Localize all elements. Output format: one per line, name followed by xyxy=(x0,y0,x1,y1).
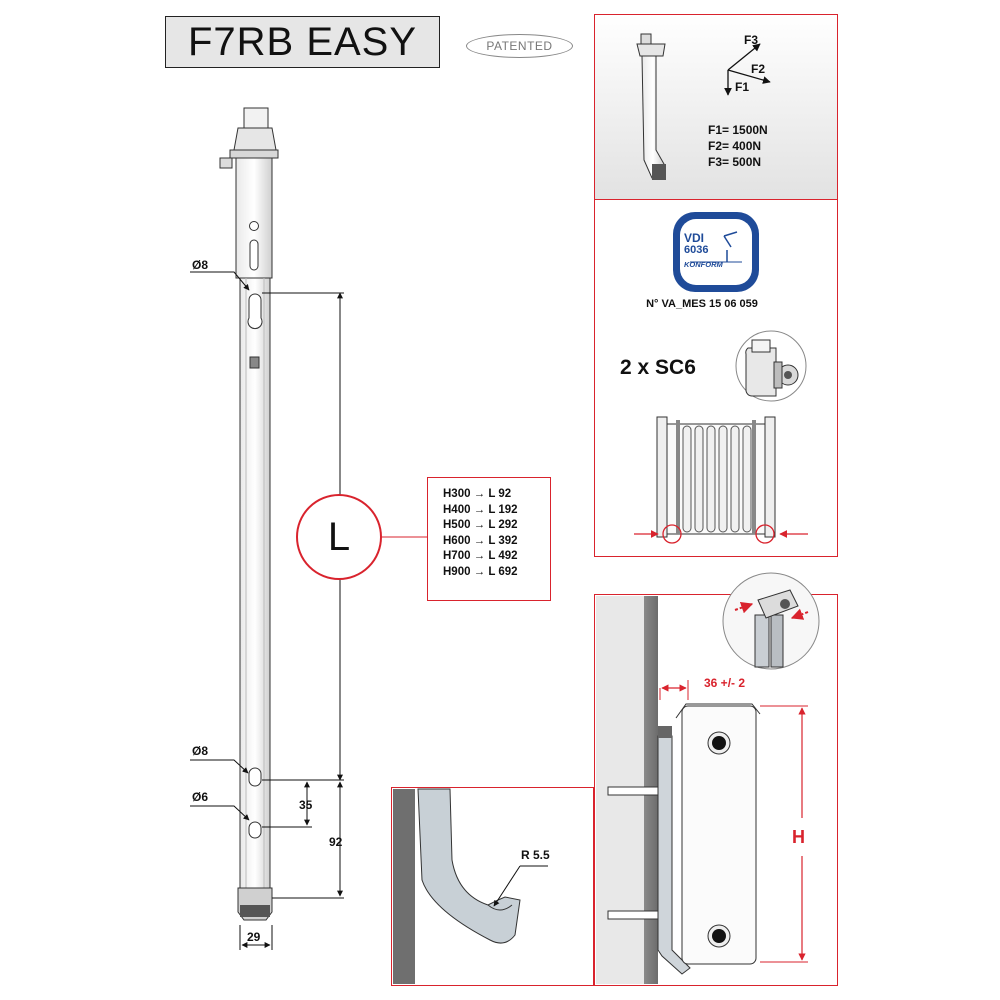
certification-number: N° VA_MES 15 06 059 xyxy=(646,298,758,310)
radiator-front-view xyxy=(634,416,808,544)
product-title: F7RB EASY xyxy=(165,16,440,68)
force-f3-value: F3= 500N xyxy=(708,155,762,169)
width-29: 29 xyxy=(247,930,261,944)
table-row: H600 → L 392 xyxy=(443,534,518,547)
forces-panel xyxy=(594,14,838,200)
hole-low-diameter: Ø6 xyxy=(192,790,209,804)
radius-detail-panel xyxy=(391,787,594,986)
radius-label: R 5.5 xyxy=(521,848,550,862)
vdi-logo xyxy=(673,212,759,292)
hole-mid-diameter: Ø8 xyxy=(192,744,209,758)
table-row: H500 → L 292 xyxy=(443,519,518,532)
patented-badge: PATENTED xyxy=(466,34,573,58)
table-row: H900 → L 692 xyxy=(443,565,518,578)
spacing-35: 35 xyxy=(299,798,313,812)
bracket-drawing xyxy=(219,107,279,921)
certification-panel xyxy=(594,199,838,557)
force-f1-value: F1= 1500N xyxy=(708,123,768,137)
table-row: H700 → L 492 xyxy=(443,550,518,563)
wall-distance-label: 36 +/- 2 xyxy=(704,676,746,690)
bracket-dimensions xyxy=(190,271,427,950)
table-row: H300 → L 92 xyxy=(443,488,512,500)
hole-top-diameter: Ø8 xyxy=(192,258,209,272)
table-row: H400 → L 192 xyxy=(443,503,518,516)
forces-diagram xyxy=(636,33,771,180)
spacing-92: 92 xyxy=(329,835,343,849)
sc6-part-icon xyxy=(735,330,807,402)
installation-side-view xyxy=(596,596,808,984)
vdi-text: VDI xyxy=(684,231,705,245)
radius-detail xyxy=(393,788,548,984)
height-length-table: H300 → L 92 H400 → L 192 H500 → L 292 H6… xyxy=(427,477,551,601)
installation-panel xyxy=(594,594,838,986)
force-values: F1= 1500N F2= 400N F3= 500N xyxy=(708,122,768,170)
vdi-logo-text: VDI 6036 KONFORM xyxy=(684,232,723,271)
force-f2-value: F2= 400N xyxy=(708,139,762,153)
height-symbol: H xyxy=(792,827,805,847)
force-label-f2: F2 xyxy=(751,62,766,76)
force-label-f1: F1 xyxy=(735,80,750,94)
force-label-f3: F3 xyxy=(744,33,759,47)
vdi-number: 6036 xyxy=(684,244,709,256)
length-symbol: L xyxy=(296,494,382,580)
vdi-konform: KONFORM xyxy=(684,260,723,269)
accessory-label: 2 x SC6 xyxy=(620,356,696,379)
clip-detail-zoom xyxy=(722,572,820,670)
